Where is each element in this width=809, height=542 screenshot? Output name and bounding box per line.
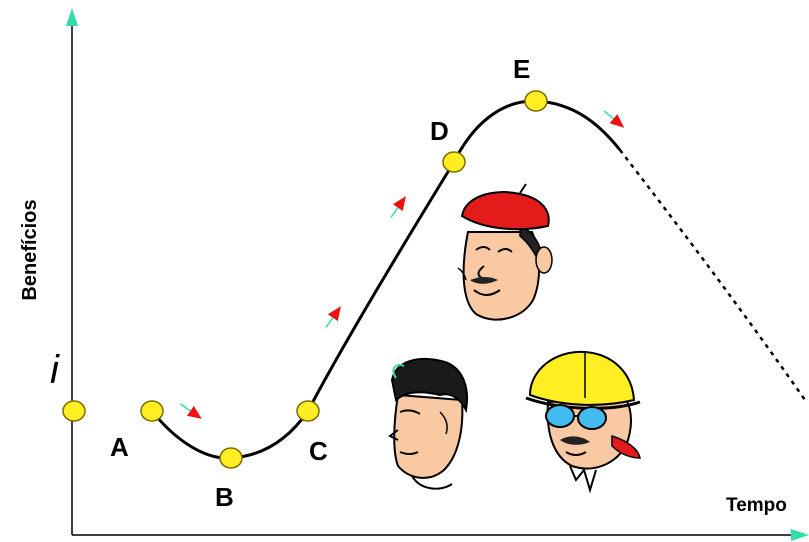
direction-arrow-icon — [600, 106, 628, 132]
x-axis-arrow-icon — [791, 529, 809, 541]
y-marker-label: i — [50, 350, 59, 390]
point-b — [220, 448, 242, 468]
point-label-a: A — [110, 434, 129, 460]
marker-i — [63, 401, 85, 421]
point-label-e: E — [513, 56, 530, 82]
point-a — [141, 401, 163, 421]
x-axis-label: Tempo — [726, 496, 787, 515]
y-axis-label: Benefícios — [20, 199, 40, 300]
man-with-red-beret — [458, 184, 552, 320]
direction-arrow-icon — [177, 399, 205, 424]
point-c — [297, 401, 319, 421]
point-label-b: B — [215, 484, 234, 510]
point-d — [443, 152, 465, 172]
point-label-c: C — [309, 438, 328, 464]
point-label-d: D — [430, 118, 449, 144]
curve-decline-dashed — [620, 150, 805, 400]
direction-arrow-icon — [386, 193, 411, 221]
y-axis-arrow-icon — [66, 8, 78, 26]
man-with-quiff — [390, 359, 467, 489]
man-with-yellow-hard-hat — [526, 352, 640, 490]
direction-arrow-icon — [321, 303, 346, 331]
point-e — [525, 91, 547, 111]
